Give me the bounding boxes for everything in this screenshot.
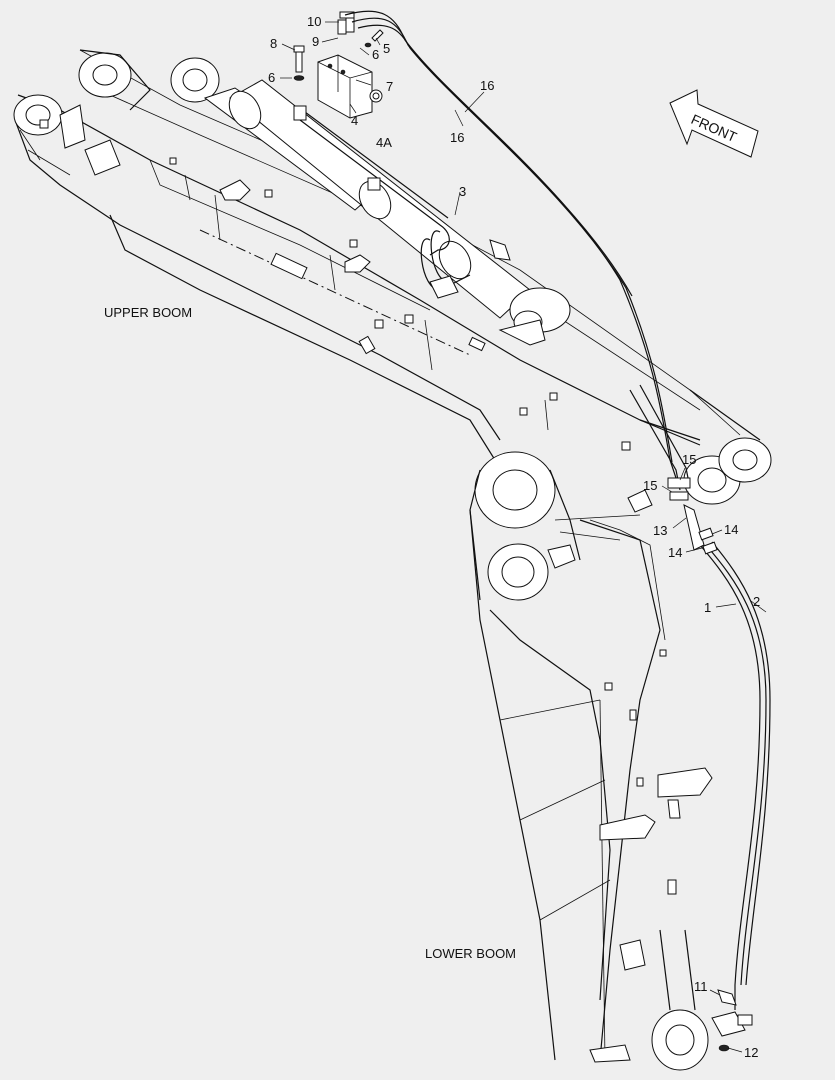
- callout-9: 9: [312, 34, 319, 49]
- valve-block: [293, 11, 384, 119]
- callout-12: 12: [744, 1045, 758, 1060]
- callout-3: 3: [459, 184, 466, 199]
- callout-7: 7: [386, 79, 393, 94]
- callout-16-upper: 16: [480, 78, 494, 93]
- hoses: [344, 10, 771, 1010]
- callout-16-lower: 16: [450, 130, 464, 145]
- callout-6-upper: 6: [372, 47, 379, 62]
- callout-14-right: 14: [724, 522, 738, 537]
- callout-5: 5: [383, 41, 390, 56]
- callout-11: 11: [694, 979, 708, 994]
- callout-labels: 10 9 8 5 6 6 7 4 4A 16 16 3 15 15 13 14 …: [268, 14, 760, 1060]
- leader-lines: [280, 21, 767, 1053]
- callout-13: 13: [653, 523, 667, 538]
- callout-8: 8: [270, 36, 277, 51]
- front-direction-arrow: FRONT: [669, 89, 759, 158]
- callout-10: 10: [307, 14, 321, 29]
- lower-boom-label: LOWER BOOM: [425, 946, 516, 961]
- upper-boom-label: UPPER BOOM: [104, 305, 192, 320]
- callout-15-upper: 15: [682, 452, 696, 467]
- joint-fittings: [667, 477, 718, 555]
- callout-4: 4: [351, 113, 358, 128]
- callout-4a: 4A: [376, 135, 392, 150]
- lower-boom: [469, 451, 753, 1071]
- callout-1: 1: [704, 600, 711, 615]
- upper-boom: [13, 49, 772, 505]
- callout-6-lower: 6: [268, 70, 275, 85]
- callout-14-left: 14: [668, 545, 682, 560]
- callout-15-lower: 15: [643, 478, 657, 493]
- callout-2: 2: [753, 594, 760, 609]
- boom-cylinder: [170, 57, 571, 346]
